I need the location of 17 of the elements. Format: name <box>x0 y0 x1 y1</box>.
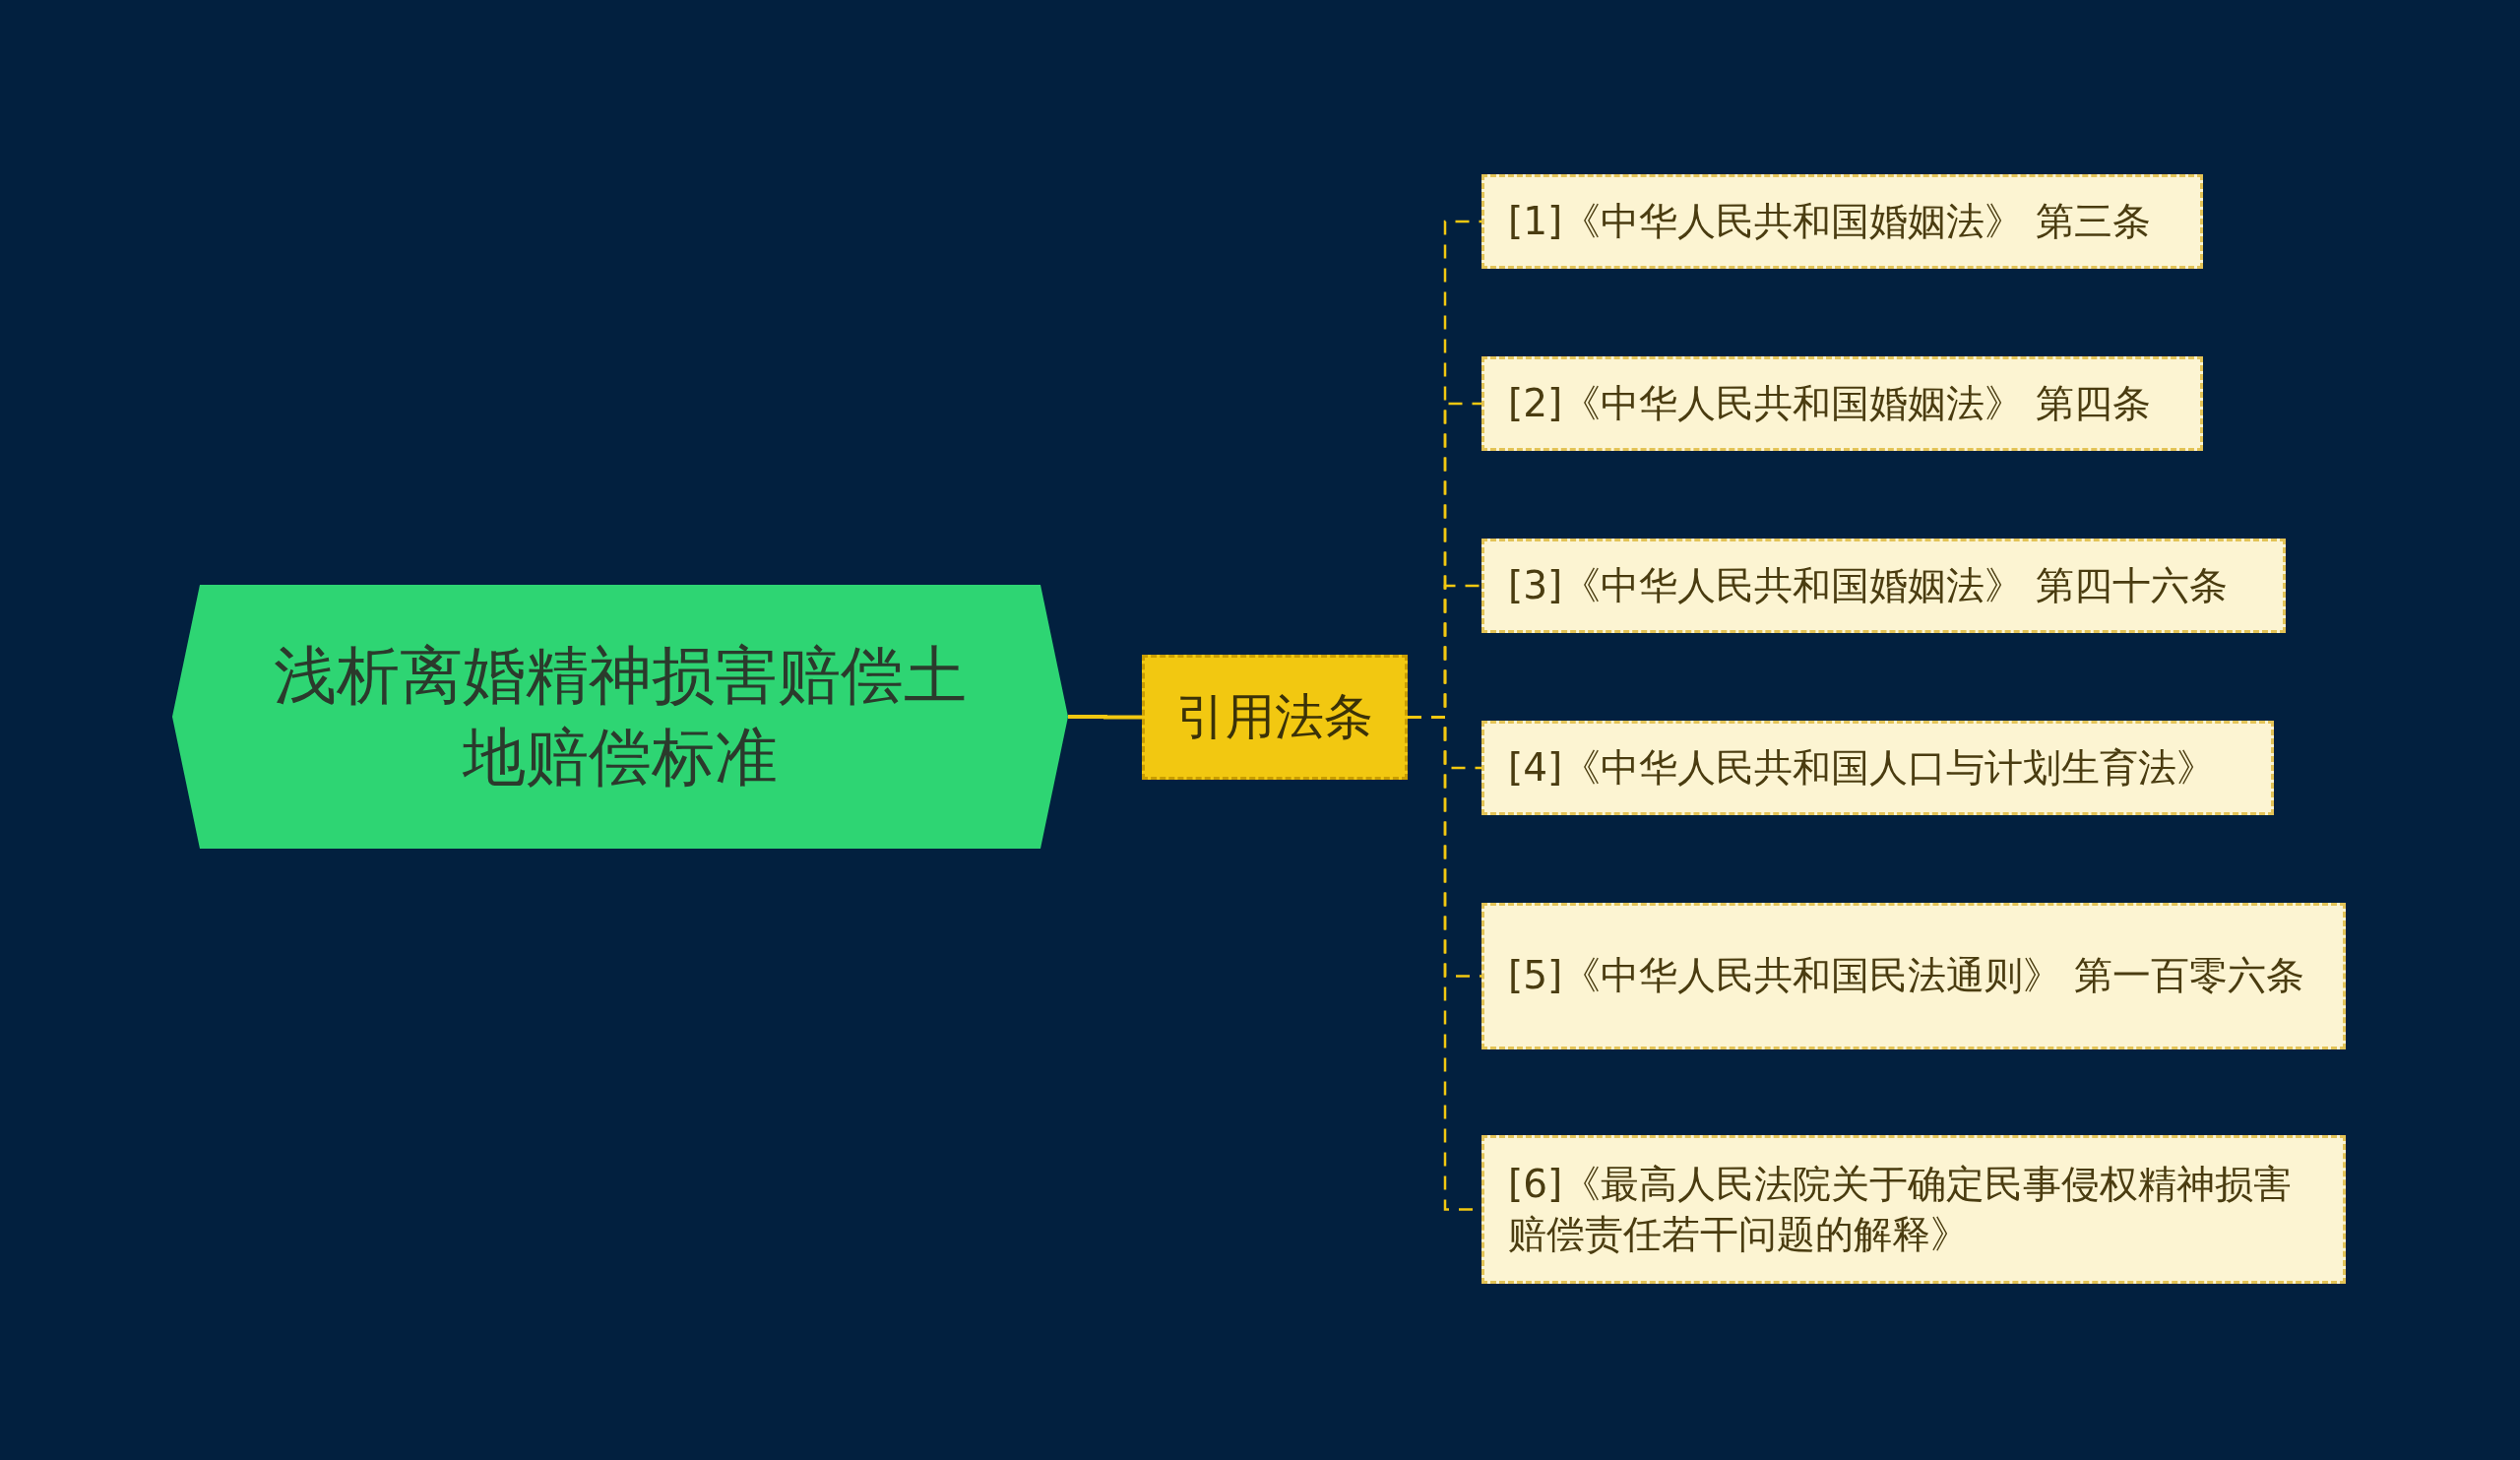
citation-box <box>1481 174 2203 269</box>
citation-box <box>1481 903 2346 1049</box>
branch-box <box>1142 655 1408 780</box>
branch-label: 引用法条 <box>1176 687 1373 747</box>
citation-box <box>1481 1135 2346 1284</box>
citation-box <box>1481 539 2286 633</box>
citation-text: [1]《中华人民共和国婚姻法》 第三条 <box>1508 197 2151 245</box>
citation-box <box>1481 721 2274 815</box>
connector-line <box>1068 715 1142 720</box>
topic-hexagon <box>172 585 1068 849</box>
citation-text: [3]《中华人民共和国婚姻法》 第四十六条 <box>1508 561 2228 609</box>
topic-title: 浅析离婚精神损害赔偿土地赔偿标准 <box>273 637 968 795</box>
citation-box <box>1481 356 2203 451</box>
citation-text: [2]《中华人民共和国婚姻法》 第四条 <box>1508 379 2151 427</box>
citation-text: [6]《最高人民法院关于确定民事侵权精神损害赔偿责任若干问题的解释》 <box>1508 1160 2294 1258</box>
citation-text: [4]《中华人民共和国人口与计划生育法》 <box>1508 743 2216 792</box>
citation-text: [5]《中华人民共和国民法通则》 第一百零六条 <box>1508 952 2304 1000</box>
